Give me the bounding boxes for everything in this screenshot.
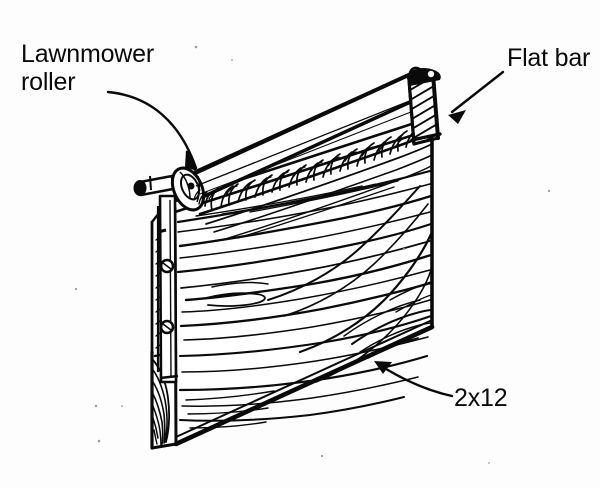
right-flat-bar <box>406 68 442 146</box>
wood-grain <box>176 169 433 429</box>
roller-grass-texture <box>193 123 422 211</box>
scan-speckles <box>74 45 551 464</box>
label-2x12: 2x12 <box>454 384 508 412</box>
roller-end-cap <box>170 166 206 212</box>
roller-axle-bolt <box>133 174 175 197</box>
label-roller-line2: roller <box>21 68 76 96</box>
label-flat-bar: Flat bar <box>507 44 591 72</box>
left-flat-bar <box>156 194 179 384</box>
label-roller-line1: Lawnmower <box>21 40 154 68</box>
leader-flat-bar <box>448 70 505 124</box>
leader-roller <box>106 90 198 171</box>
leader-2x12 <box>374 361 454 398</box>
